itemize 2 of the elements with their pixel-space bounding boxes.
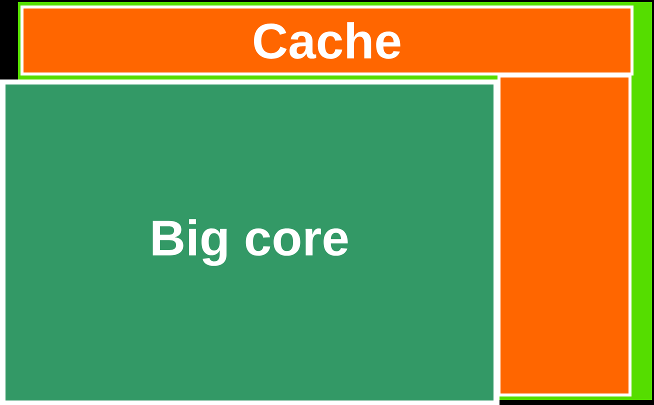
core-block: Big core	[0, 80, 500, 405]
node-label: Cache	[254, 22, 400, 59]
